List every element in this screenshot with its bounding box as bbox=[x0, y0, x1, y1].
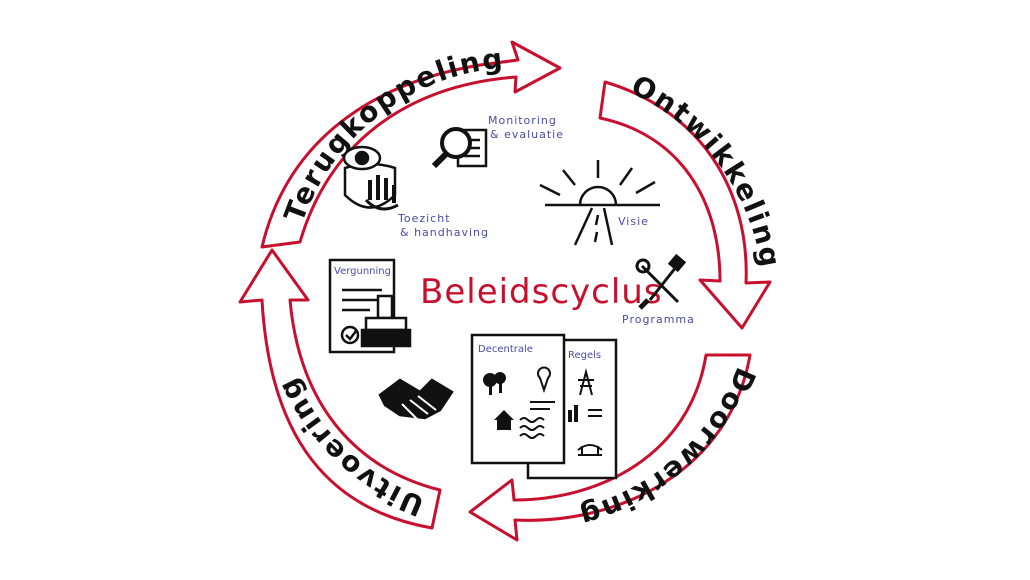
label-monitoring: Monitoring bbox=[488, 114, 557, 127]
label-programma: Programma bbox=[622, 313, 695, 326]
house-icon bbox=[494, 410, 514, 430]
factory-icon bbox=[568, 405, 578, 422]
label-toezicht: Toezicht bbox=[397, 212, 451, 225]
label-evaluatie: & evaluatie bbox=[490, 128, 564, 141]
label-decentrale: Decentrale bbox=[478, 344, 533, 355]
label-vergunning: Vergunning bbox=[334, 266, 391, 277]
ring-label-ontwikkeling-path: Ontwikkeling bbox=[626, 68, 785, 271]
arrow-uitvoering bbox=[238, 248, 442, 530]
doc-lines bbox=[588, 409, 602, 417]
pylon-icon bbox=[578, 368, 594, 396]
location-pin-icon bbox=[537, 366, 551, 394]
cycle-arrows bbox=[238, 40, 772, 542]
bridge-icon bbox=[577, 444, 603, 456]
diagram-title: Beleidscyclus bbox=[420, 272, 663, 312]
tools-icon bbox=[635, 253, 687, 310]
arrow-ontwikkeling bbox=[598, 80, 772, 330]
permit-stamp-icon bbox=[328, 258, 412, 354]
arrow-terugkoppeling bbox=[260, 40, 562, 249]
sunrise-road-icon bbox=[539, 160, 660, 246]
arrow-doorwerking bbox=[468, 353, 752, 542]
label-visie: Visie bbox=[618, 215, 649, 228]
tree-icon bbox=[483, 372, 506, 395]
label-regels: Regels bbox=[568, 350, 601, 361]
wavy-lines bbox=[519, 401, 555, 439]
label-handhaving: & handhaving bbox=[400, 226, 489, 239]
magnifier-document-icon bbox=[431, 127, 488, 169]
eye-shield-hand-icon bbox=[342, 145, 399, 211]
ring-label-ontwikkeling: Ontwikkeling bbox=[626, 68, 787, 271]
decentrale-document bbox=[470, 333, 618, 480]
handshake-icon bbox=[378, 378, 454, 421]
